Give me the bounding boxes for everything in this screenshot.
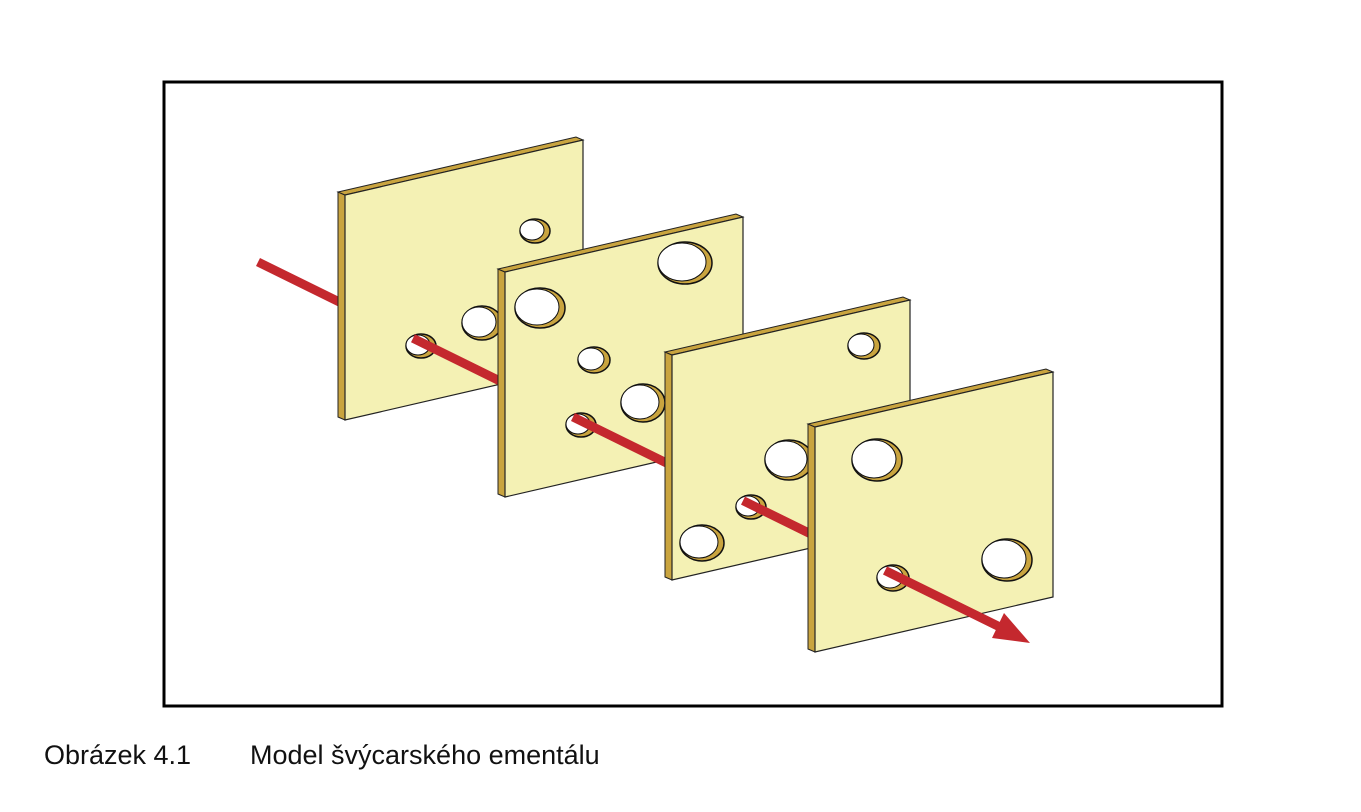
figure-caption-number: Obrázek 4.1 [44,740,192,770]
cheese-hole-opening [620,384,660,420]
cheese-hole-opening [577,347,605,371]
slice-side-edge [807,423,816,653]
slice-side-edge [497,268,506,498]
cheese-hole-opening [851,439,897,479]
slice-side-edge [664,351,673,581]
cheese-hole-opening [461,306,497,338]
cheese-hole-opening [657,242,707,282]
cheese-hole-opening [981,539,1027,579]
arrow-shaft [883,566,1002,632]
cheese-hole-opening [679,525,719,559]
cheese-hole-opening [519,219,545,241]
cheese-hole-opening [764,440,808,478]
slice-side-edge [337,191,346,421]
cheese-hole-opening [847,333,875,357]
arrow-head [992,613,1030,643]
cheese-hole-opening [514,288,560,326]
figure-caption-text: Model švýcarského ementálu [250,740,600,770]
